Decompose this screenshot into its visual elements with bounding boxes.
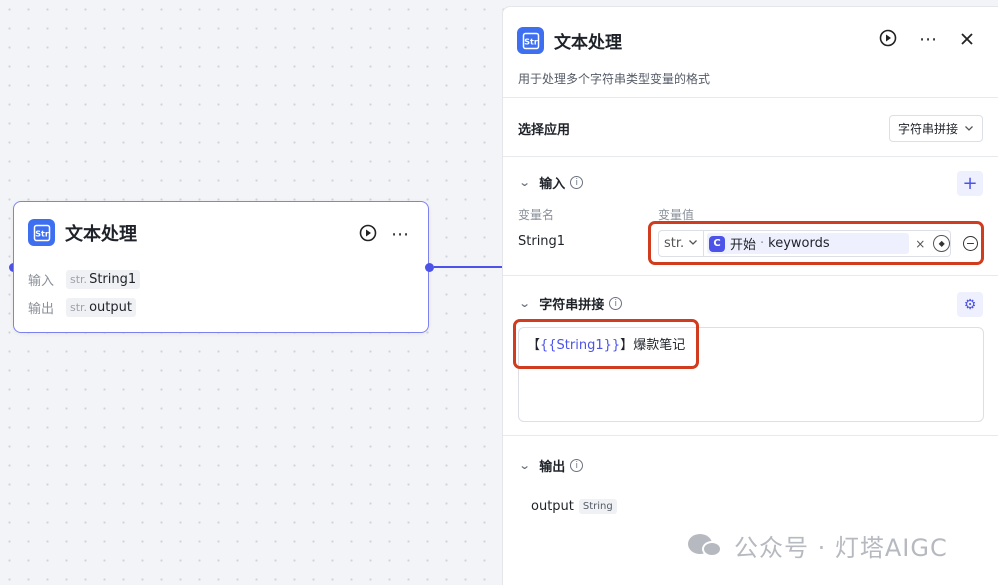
info-icon[interactable]: i [570, 176, 584, 189]
app-select-dropdown[interactable]: 字符串拼接 [888, 115, 983, 142]
node-output-port[interactable] [425, 263, 434, 272]
node-input-tag: str. String1 [66, 270, 141, 289]
ref-separator: · [760, 236, 765, 251]
wechat-icon [688, 532, 728, 560]
chevron-down-icon[interactable]: ⌄ [518, 459, 531, 472]
column-header-name: 变量名 [518, 208, 555, 222]
node-input-var: String1 [89, 272, 137, 287]
variable-token: {{String1}} [540, 338, 621, 353]
node-output-label: 输出 [28, 302, 55, 317]
panel-description: 用于处理多个字符串类型变量的格式 [518, 72, 711, 86]
variable-picker-icon[interactable]: ◆ [933, 235, 950, 252]
chevron-down-icon [688, 236, 698, 251]
more-icon[interactable]: ⋯ [919, 29, 938, 50]
input-section-header[interactable]: ⌄ 输入 i [518, 173, 584, 192]
divider [503, 97, 998, 98]
output-row: output String [531, 499, 617, 514]
clear-icon[interactable]: × [915, 236, 926, 251]
chevron-down-icon [964, 122, 974, 136]
input-type-select[interactable]: str. [658, 230, 704, 257]
divider [503, 435, 998, 436]
svg-text:Str: Str [35, 229, 49, 238]
node-input-label: 输入 [28, 274, 55, 289]
node-input-type: str. [70, 273, 88, 286]
close-icon[interactable] [960, 31, 974, 50]
app-select-value: 字符串拼接 [897, 122, 958, 136]
variable-reference-chip[interactable]: C 开始 · keywords [707, 233, 910, 254]
bracket-close: 】 [620, 338, 634, 353]
template-suffix: 爆款笔记 [633, 338, 686, 353]
text-processing-icon: Str [517, 27, 544, 54]
start-node-icon: C [709, 235, 725, 252]
column-header-value: 变量值 [658, 208, 695, 222]
more-icon[interactable]: ⋯ [391, 224, 410, 245]
node-output-var: output [89, 300, 132, 315]
panel-title: 文本处理 [554, 33, 622, 53]
gear-icon: ⚙ [963, 296, 977, 313]
output-section-header[interactable]: ⌄ 输出 i [518, 456, 584, 475]
ref-source: 开始 [730, 238, 757, 253]
app-select-label: 选择应用 [518, 123, 571, 138]
output-var-name: output [531, 499, 574, 514]
concat-section-title: 字符串拼接 [539, 298, 605, 313]
run-icon[interactable] [359, 224, 377, 246]
node-output-type: str. [70, 301, 88, 314]
input-type-value: str. [664, 236, 685, 251]
svg-text:Str: Str [524, 37, 538, 46]
node-config-panel: Str 文本处理 ⋯ 用于处理多个字符串类型变量的格式 选择应用 字符串拼接 ⌄… [502, 6, 998, 585]
input-value-field[interactable]: C 开始 · keywords × ◆ [704, 230, 951, 257]
run-icon[interactable] [879, 29, 897, 51]
info-icon[interactable]: i [609, 297, 623, 310]
node-output-row: 输出 str. output [28, 298, 136, 317]
node-title: 文本处理 [65, 223, 137, 245]
chevron-down-icon[interactable]: ⌄ [518, 176, 531, 189]
text-processing-node[interactable]: Str 文本处理 ⋯ 输入 str. String1 输出 str. outpu… [13, 201, 429, 333]
output-section-title: 输出 [539, 460, 566, 475]
node-input-row: 输入 str. String1 [28, 270, 141, 289]
highlight-box [513, 319, 699, 369]
connection-edge [434, 266, 504, 268]
highlight-box [648, 221, 984, 265]
divider [503, 275, 998, 276]
settings-button[interactable]: ⚙ [957, 292, 983, 317]
watermark-text: 公众号 · 灯塔AIGC [734, 534, 948, 562]
chevron-down-icon[interactable]: ⌄ [518, 297, 531, 310]
output-type-badge: String [578, 499, 617, 514]
add-input-button[interactable]: + [957, 171, 983, 196]
input-section-title: 输入 [539, 177, 566, 192]
concat-section-header[interactable]: ⌄ 字符串拼接 i [518, 294, 623, 313]
text-processing-icon: Str [28, 219, 55, 246]
remove-input-icon[interactable]: − [963, 236, 978, 251]
concat-template-editor[interactable]: 【{{String1}}】爆款笔记 [518, 327, 984, 422]
info-icon[interactable]: i [570, 459, 584, 472]
node-output-tag: str. output [66, 298, 136, 317]
watermark: 公众号 · 灯塔AIGC [688, 528, 948, 563]
divider [503, 156, 998, 157]
ref-variable: keywords [768, 236, 830, 251]
input-var-name: String1 [518, 234, 566, 249]
bracket-open: 【 [527, 338, 541, 353]
